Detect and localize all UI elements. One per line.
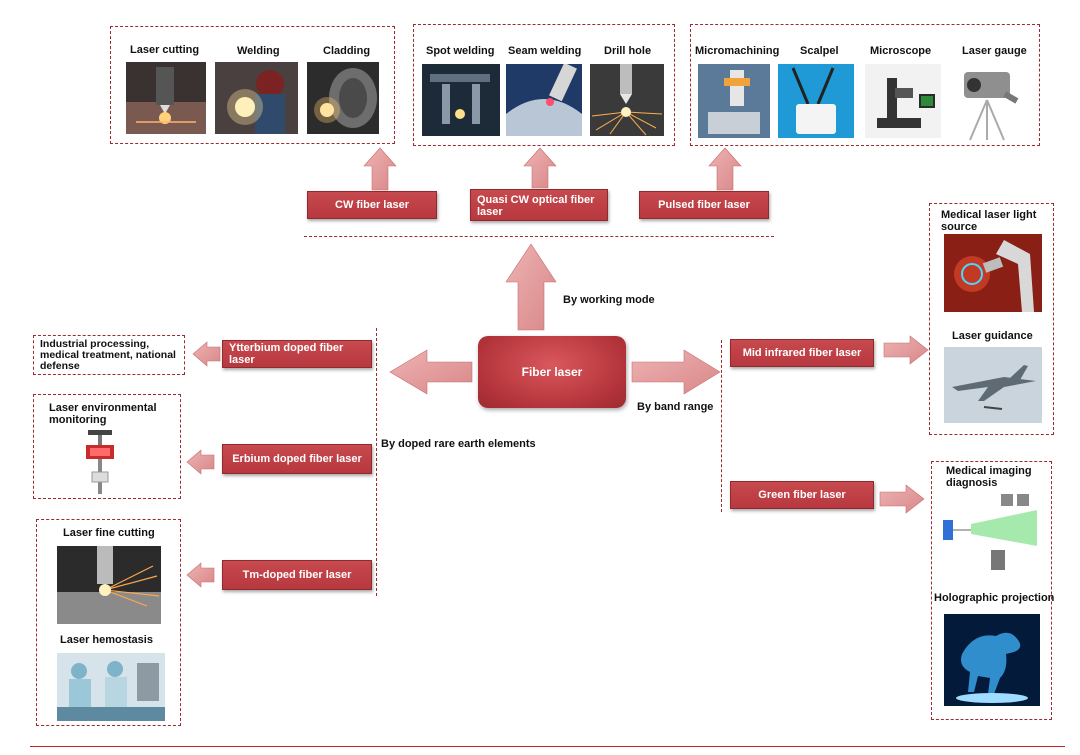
branch-label-working-mode: By working mode (563, 294, 655, 306)
app-label-holographic-projection: Holographic projection (934, 592, 1055, 604)
micromachining-image (698, 64, 770, 138)
branch-label-band-range: By band range (637, 401, 714, 413)
ytterbium-applications-label: Industrial processing, medical treatment… (40, 338, 176, 372)
ytterbium-applications-box (33, 335, 185, 375)
laser-guidance-image (944, 347, 1042, 423)
medical-imaging-image (941, 490, 1041, 576)
app-label-medical-imaging-diagnosis: Medical imaging diagnosis (946, 465, 1032, 489)
environmental-monitor-image (80, 428, 120, 494)
app-label-medical-laser-light-source: Medical laser light source (941, 209, 1037, 233)
band-group-line (721, 340, 722, 512)
cladding-image (307, 62, 379, 134)
app-label-cladding: Cladding (323, 45, 371, 57)
spot-welding-image (422, 64, 500, 136)
holographic-projection-image (944, 614, 1040, 706)
fiber-laser-center-node: Fiber laser (478, 336, 626, 408)
drill-hole-image (590, 64, 664, 136)
arrow-up-quasi (523, 147, 557, 189)
app-label-laser-cutting: Laser cutting (130, 44, 200, 56)
app-label-scalpel: Scalpel (800, 45, 839, 57)
ytterbium-doped-fiber-laser-box: Ytterbium doped fiber laser (222, 340, 372, 368)
mid-ir-applications-box (929, 203, 1054, 435)
erbium-applications-box (33, 394, 181, 499)
doped-group-line (376, 328, 377, 596)
erbium-applications-label: Laser environmental monitoring (49, 402, 157, 426)
arrow-right-green (879, 484, 925, 514)
branch-label-doped: By doped rare earth elements (381, 438, 536, 450)
quasi-cw-applications-box (413, 24, 675, 146)
app-label-laser-hemostasis: Laser hemostasis (60, 634, 153, 646)
arrow-left-doped (389, 349, 473, 395)
pulsed-applications-box (690, 24, 1040, 146)
arrow-left-ytterbium (192, 341, 221, 367)
microscope-image (865, 64, 941, 138)
seam-welding-image (506, 64, 582, 136)
laser-gauge-image (950, 62, 1030, 142)
arrow-left-erbium (186, 449, 215, 475)
app-label-laser-gauge: Laser gauge (962, 45, 1027, 57)
arrow-right-band (631, 349, 721, 395)
laser-hemostasis-image (57, 653, 165, 721)
app-label-spot-welding: Spot welding (426, 45, 495, 57)
arrow-right-mid-ir (883, 335, 929, 365)
arrow-up-pulsed (708, 147, 742, 191)
green-fiber-laser-box: Green fiber laser (730, 481, 874, 509)
green-applications-box (931, 461, 1052, 720)
arrow-up-cw (363, 147, 397, 191)
app-label-welding: Welding (237, 45, 280, 57)
pulsed-fiber-laser-box: Pulsed fiber laser (639, 191, 769, 219)
medical-laser-light-source-image (944, 234, 1042, 312)
app-label-laser-fine-cutting: Laser fine cutting (63, 527, 155, 539)
arrow-up-working-mode (505, 243, 557, 331)
scalpel-image (778, 64, 854, 138)
laser-cutting-image (126, 62, 206, 134)
laser-fine-cutting-image (57, 546, 161, 624)
app-label-seam-welding: Seam welding (508, 45, 582, 57)
working-mode-group-line (304, 236, 774, 237)
app-label-drill-hole: Drill hole (604, 45, 652, 57)
app-label-micromachining: Micromachining (695, 45, 780, 57)
welding-image (215, 62, 298, 134)
tm-doped-fiber-laser-box: Tm-doped fiber laser (222, 560, 372, 590)
app-label-microscope: Microscope (870, 45, 932, 57)
quasi-cw-fiber-laser-box: Quasi CW optical fiber laser (470, 189, 608, 221)
thulium-applications-box (36, 519, 181, 726)
bottom-divider (30, 746, 1065, 747)
app-label-laser-guidance: Laser guidance (952, 330, 1033, 342)
cw-fiber-laser-box: CW fiber laser (307, 191, 437, 219)
cw-applications-box (110, 26, 395, 144)
arrow-left-thulium (186, 562, 215, 588)
erbium-doped-fiber-laser-box: Erbium doped fiber laser (222, 444, 372, 474)
mid-infrared-fiber-laser-box: Mid infrared fiber laser (730, 339, 874, 367)
